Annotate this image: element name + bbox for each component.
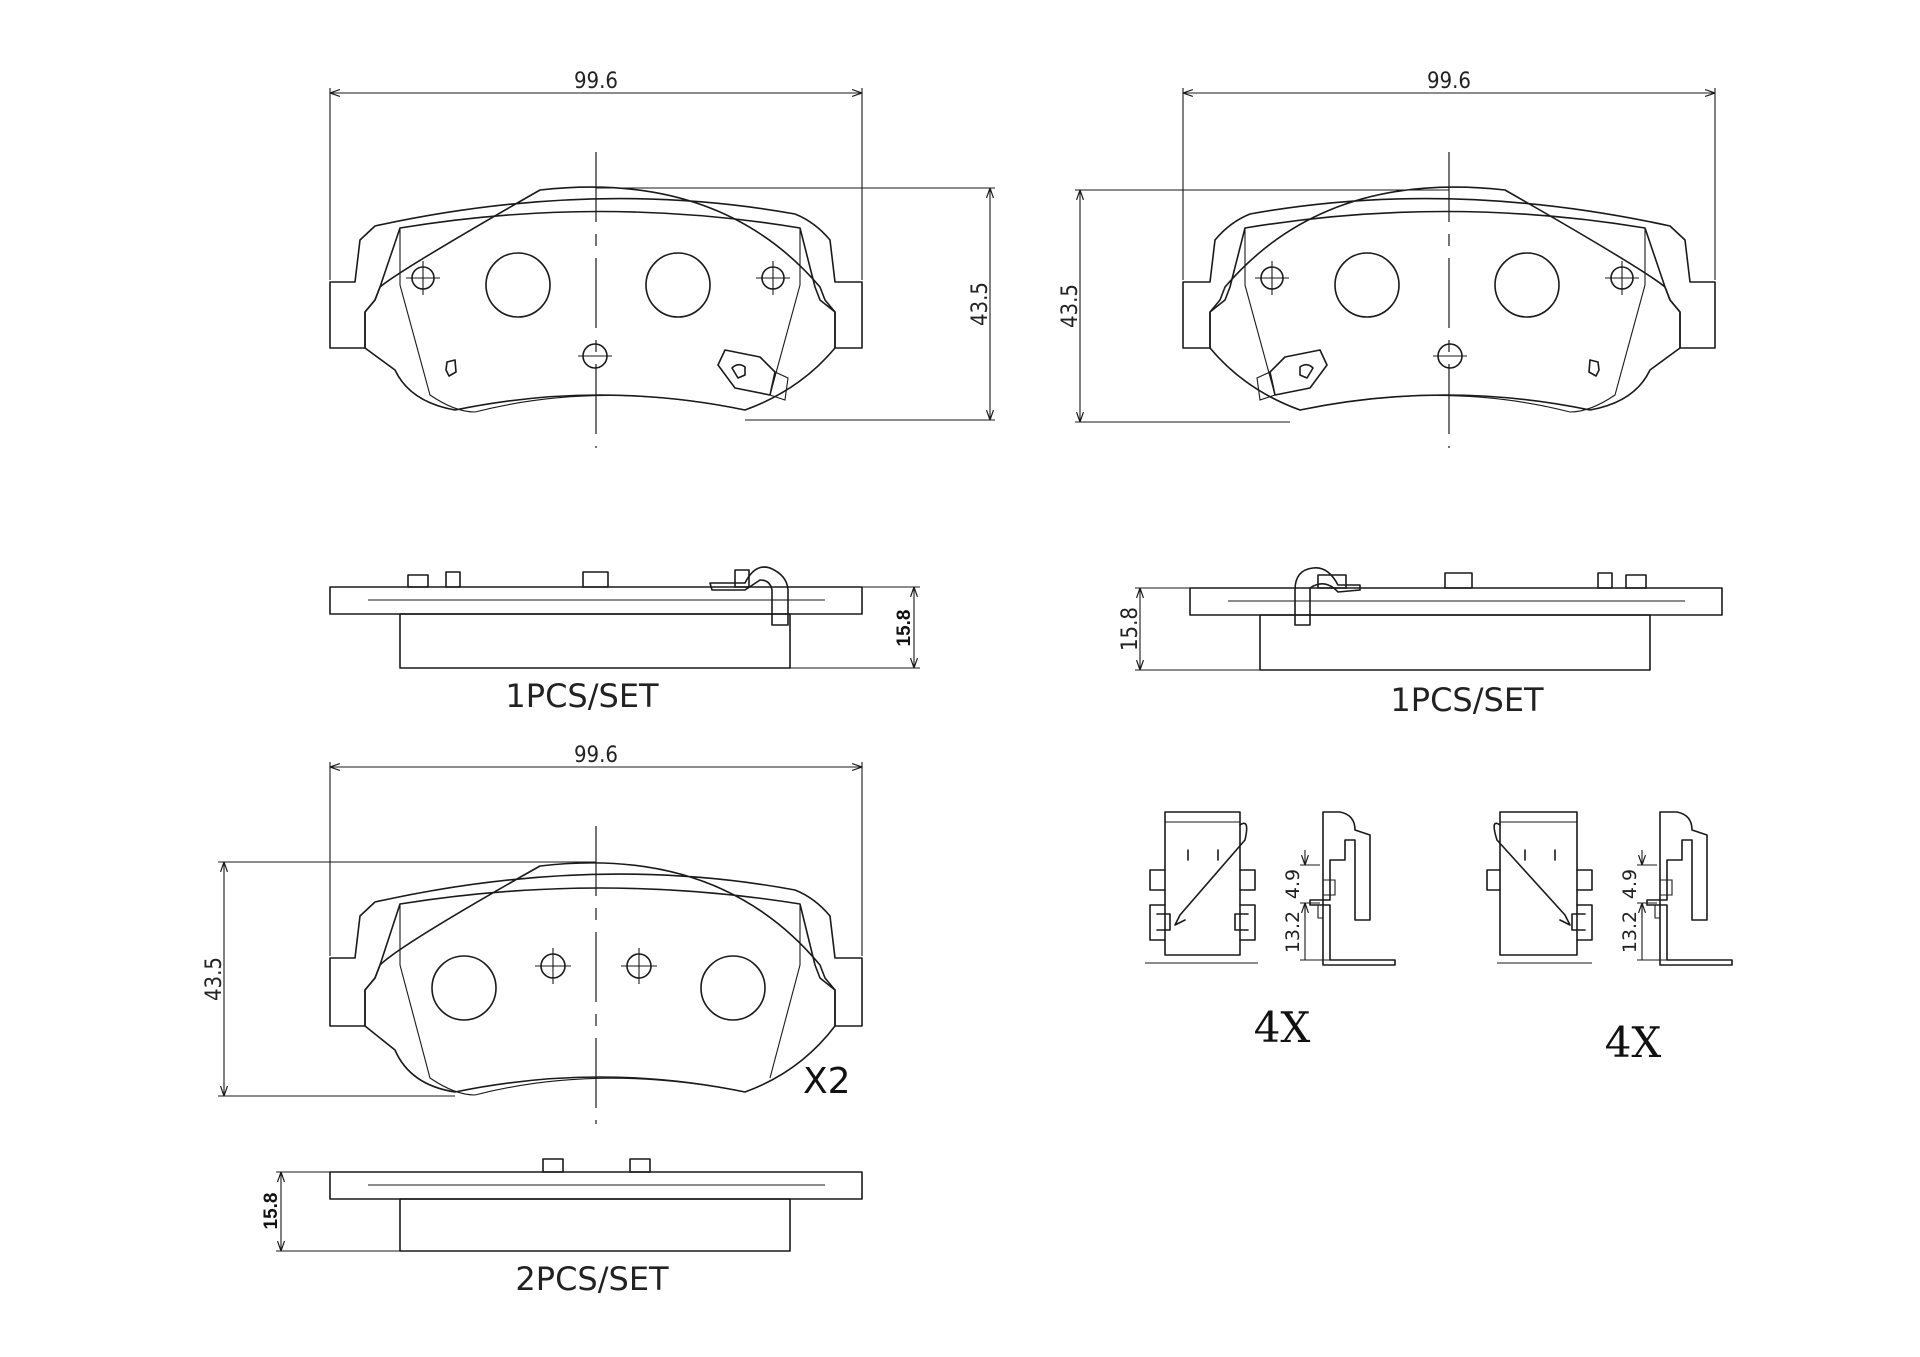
width-dim-label: 99.6 xyxy=(574,69,618,94)
clip-right: 4.9 13.2 4X xyxy=(1486,811,1733,1067)
side-view-top-left: 15.8 1PCS/SET xyxy=(329,566,920,715)
mount-hole-center xyxy=(1433,343,1467,369)
side-view-top-right: 15.8 1PCS/SET xyxy=(1118,567,1723,719)
mount-hole-top-left xyxy=(1255,261,1289,295)
piston-hole-right xyxy=(645,252,711,318)
clip-quantity: 4X xyxy=(1605,1018,1662,1067)
width-dimension: 99.6 xyxy=(1182,69,1716,280)
clip-front-view xyxy=(1486,811,1593,964)
wear-indicator-clip xyxy=(709,566,789,626)
clip-small-dimension: 4.9 xyxy=(1619,850,1657,918)
thickness-dim-label: 15.8 xyxy=(261,1193,282,1230)
set-label: 2PCS/SET xyxy=(515,1260,669,1298)
clip-dim-large-label: 13.2 xyxy=(1282,911,1304,953)
pad-outline xyxy=(329,186,863,413)
pad-outline-mirrored xyxy=(1182,186,1716,413)
side-view-bottom: 15.8 2PCS/SET xyxy=(261,1158,863,1298)
friction-material xyxy=(399,613,791,669)
set-label: 1PCS/SET xyxy=(1390,681,1544,719)
piston-hole-right xyxy=(1494,252,1560,318)
clip-side-view xyxy=(1646,811,1733,966)
clip-front-view xyxy=(1145,811,1258,964)
wear-indicator-tab xyxy=(717,349,789,401)
mount-hole-right xyxy=(621,948,657,984)
height-dim-label: 43.5 xyxy=(202,957,227,1001)
thickness-dimension: 15.8 xyxy=(1118,587,1260,671)
clip-small-dimension: 4.9 xyxy=(1282,850,1320,918)
mount-hole-left xyxy=(535,948,571,984)
width-dimension: 99.6 xyxy=(329,69,863,280)
piston-hole-left xyxy=(431,955,497,1021)
height-dimension: 43.5 xyxy=(202,861,596,1097)
thickness-dim-label: 15.8 xyxy=(1118,607,1143,651)
height-dimension: 43.5 xyxy=(1058,189,1449,423)
height-dimension: 43.5 xyxy=(596,187,995,421)
clip-left: 4.9 13.2 4X xyxy=(1145,811,1396,1052)
clip-dim-large-label: 13.2 xyxy=(1619,911,1641,953)
height-dim-label: 43.5 xyxy=(1058,284,1083,328)
mount-hole-top-left xyxy=(406,261,440,295)
clip-dim-small-label: 4.9 xyxy=(1282,869,1304,899)
clip-large-dimension: 13.2 xyxy=(1282,903,1330,961)
wear-indicator-clip xyxy=(1294,567,1361,626)
width-dim-label: 99.6 xyxy=(574,743,618,768)
pad-bottom: 99.6 43.5 X2 xyxy=(202,743,863,1124)
clip-dim-small-label: 4.9 xyxy=(1619,869,1641,899)
piston-hole-right xyxy=(700,955,766,1021)
height-dim-label: 43.5 xyxy=(968,282,993,326)
clip-side-view xyxy=(1309,811,1396,966)
thickness-dimension: 15.8 xyxy=(261,1171,400,1252)
small-notch-left xyxy=(445,359,457,377)
multiplier-label: X2 xyxy=(803,1061,851,1102)
thickness-dim-label: 15.8 xyxy=(894,610,915,647)
mount-hole-top-right xyxy=(756,261,790,295)
thickness-dimension: 15.8 xyxy=(790,586,920,669)
piston-hole-left xyxy=(1334,252,1400,318)
friction-material xyxy=(1259,614,1651,671)
mount-hole-center xyxy=(578,343,612,369)
piston-hole-left xyxy=(485,252,551,318)
pad-outline xyxy=(329,862,863,1096)
pad-top-left: 99.6 43.5 xyxy=(329,69,995,448)
width-dimension: 99.6 xyxy=(329,743,863,956)
clip-quantity: 4X xyxy=(1254,1003,1311,1052)
pad-top-right: 99.6 43.5 xyxy=(1058,69,1716,448)
mount-hole-top-right xyxy=(1605,261,1639,295)
set-label: 1PCS/SET xyxy=(505,677,659,715)
width-dim-label: 99.6 xyxy=(1427,69,1471,94)
friction-material xyxy=(399,1198,791,1252)
clip-large-dimension: 13.2 xyxy=(1619,903,1667,961)
